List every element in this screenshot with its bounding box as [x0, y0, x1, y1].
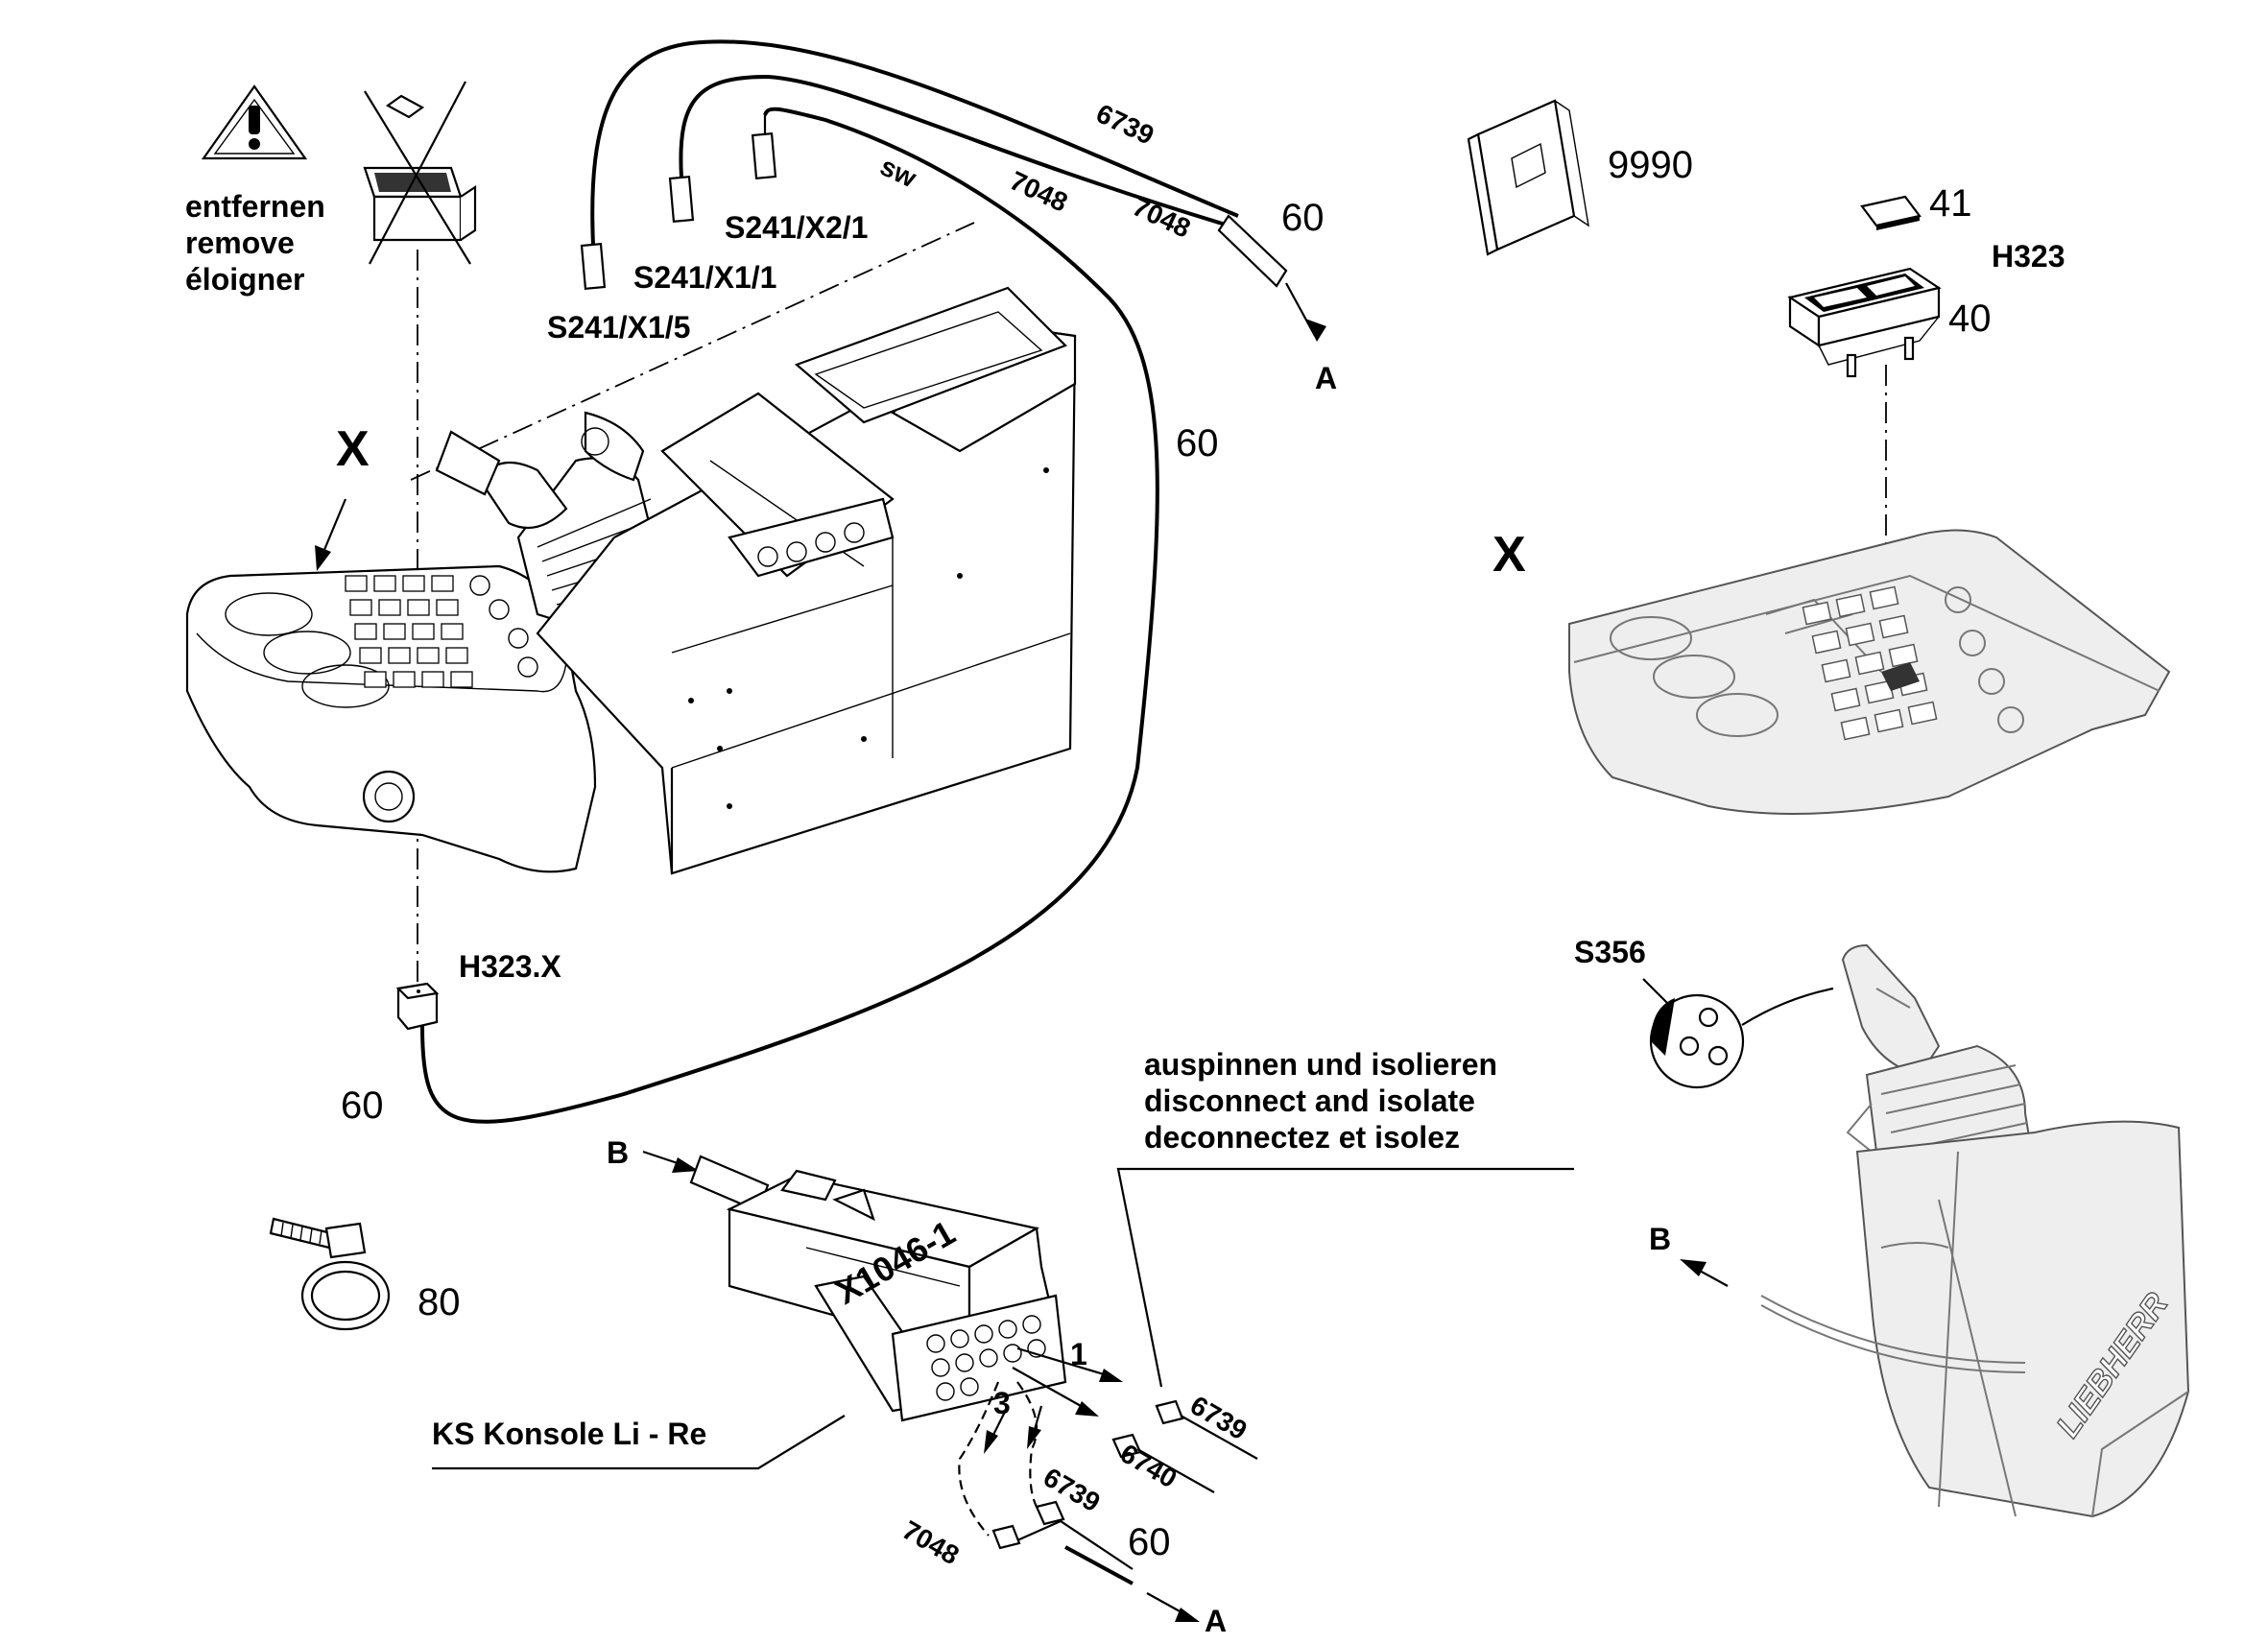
joystick-grip — [1760, 943, 2190, 1518]
pin-label-3: 3 — [993, 1386, 1011, 1420]
alignment-line-diagonal — [410, 222, 975, 481]
control-console-right — [1568, 529, 2171, 815]
ks-console-label: KS Konsole Li - Re — [432, 1417, 706, 1451]
rocker-switch-40 — [1787, 267, 1942, 378]
view-marker-x-right: X — [1492, 527, 1526, 583]
arrow-label-a-top: A — [1315, 361, 1337, 395]
part-h323: H323 — [1992, 239, 2065, 274]
connector-s241-x1-1: S241/X1/1 — [633, 260, 776, 295]
ks-console-leader — [432, 1415, 846, 1470]
remove-label-en: remove — [185, 226, 295, 260]
removed-switch-icon — [363, 81, 477, 265]
item-60-top: 60 — [1281, 197, 1325, 239]
wire-label-6739-top: 6739 — [1091, 98, 1158, 150]
pin-label-1: 1 — [1070, 1337, 1087, 1371]
item-9990: 9990 — [1608, 144, 1693, 186]
connector-s241-x2-1: S241/X2/1 — [725, 210, 868, 245]
item-60-mid: 60 — [1176, 422, 1219, 465]
wire-label-7048-bottom: 7048 — [897, 1514, 964, 1570]
arrow-label-a-bottom: A — [1205, 1604, 1227, 1638]
arrow-label-b-left: B — [607, 1135, 629, 1170]
item-80: 80 — [418, 1281, 461, 1323]
arrow-label-b-right: B — [1649, 1222, 1671, 1256]
manual-book-icon — [1467, 99, 1589, 256]
h323x-connector — [395, 982, 440, 1031]
isolate-note-de: auspinnen und isolieren — [1144, 1047, 1497, 1082]
cable-tie-icon — [269, 1217, 391, 1331]
wire-7048-upper — [679, 74, 1229, 227]
seat-base — [536, 286, 1077, 875]
item-60-bottom: 60 — [1128, 1521, 1171, 1563]
connector-x1046-1 — [726, 1169, 1067, 1422]
wire-label-7048-b: 7048 — [1128, 191, 1195, 243]
cover-41-icon — [1860, 195, 1922, 230]
wire-sw — [420, 107, 1159, 1124]
joystick-button-s356 — [1642, 978, 1834, 1089]
item-41: 41 — [1929, 182, 1972, 225]
isolate-note-en: disconnect and isolate — [1144, 1084, 1475, 1118]
wire-label-6740: 6740 — [1115, 1438, 1182, 1493]
isolate-note-fr: deconnectez et isolez — [1144, 1120, 1460, 1155]
remove-label-de: entfernen — [185, 189, 325, 224]
connector-s241-x1-5: S241/X1/5 — [547, 310, 690, 345]
wire-6739 — [590, 39, 1239, 246]
warning-icon — [201, 84, 308, 160]
item-40: 40 — [1948, 298, 1992, 340]
remove-label-fr: éloigner — [185, 262, 304, 297]
item-60-left: 60 — [341, 1084, 384, 1127]
isolate-leader — [1116, 1167, 1574, 1388]
view-marker-x-left: X — [336, 421, 370, 477]
h323x-label: H323.X — [459, 949, 561, 984]
part-s356: S356 — [1574, 935, 1646, 969]
